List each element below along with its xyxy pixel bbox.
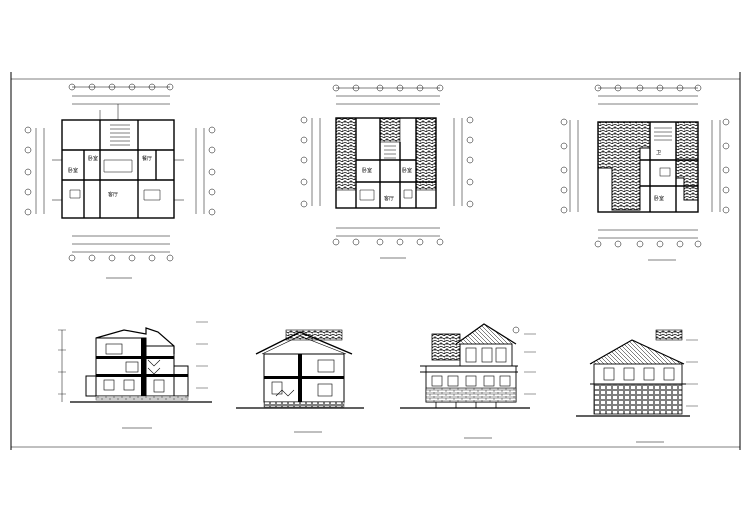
sheet-frame bbox=[10, 72, 741, 450]
svg-text:卧室: 卧室 bbox=[362, 167, 372, 174]
elevation-front bbox=[400, 323, 536, 439]
elevation-side bbox=[576, 329, 698, 443]
svg-text:卫: 卫 bbox=[656, 150, 661, 156]
svg-text:卧室: 卧室 bbox=[68, 167, 78, 174]
svg-text:客厅: 客厅 bbox=[384, 195, 394, 202]
section-b bbox=[236, 329, 364, 433]
svg-text:餐厅: 餐厅 bbox=[142, 155, 152, 162]
svg-text:卧室: 卧室 bbox=[402, 167, 412, 174]
svg-text:卧室: 卧室 bbox=[654, 195, 664, 202]
section-a bbox=[58, 321, 212, 429]
svg-text:客厅: 客厅 bbox=[108, 191, 118, 198]
floor-plan-first-labels: 卧室 餐厅 客厅 卧室 bbox=[68, 155, 152, 198]
floor-plan-third: 卧室卫 bbox=[560, 84, 730, 261]
floor-plan-first: 卧室 餐厅 客厅 卧室 bbox=[24, 83, 216, 279]
svg-text:卧室: 卧室 bbox=[88, 155, 98, 162]
